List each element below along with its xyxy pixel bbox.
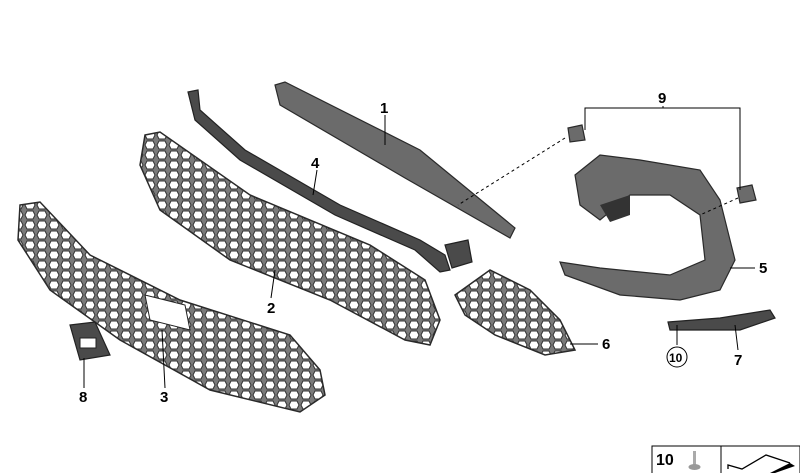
part-4-clip xyxy=(444,239,473,269)
part-2-grille xyxy=(139,131,441,346)
screw-icon xyxy=(688,451,701,470)
callout-10-circle xyxy=(666,346,688,368)
leader-3 xyxy=(161,329,166,389)
part-5-recess xyxy=(600,195,630,222)
callout-4: 4 xyxy=(311,155,320,172)
leader-4 xyxy=(312,169,318,196)
part-6-side-grille xyxy=(454,269,577,356)
callout-5: 5 xyxy=(759,260,767,277)
callout-6: 6 xyxy=(602,336,610,353)
part-3-center-opening xyxy=(144,294,191,331)
part-9-clip-right xyxy=(736,184,757,204)
callout-3: 3 xyxy=(160,389,168,406)
callout-2: 2 xyxy=(267,300,275,317)
legend-part-number: 10 xyxy=(656,452,674,469)
callout-9: 9 xyxy=(658,90,666,107)
part-5-u-trim xyxy=(559,154,736,301)
legend-box xyxy=(651,445,800,473)
part-7-strip xyxy=(667,309,776,331)
part-4-bracket xyxy=(187,89,451,273)
callout-7: 7 xyxy=(734,352,742,369)
part-1-trim-strip xyxy=(274,81,516,239)
mounting-symbol-icon xyxy=(727,454,795,473)
callout-10: 10 xyxy=(669,351,683,365)
callout-1: 1 xyxy=(380,100,388,117)
leader-7 xyxy=(734,324,739,351)
dashed-line-clip-right xyxy=(699,197,739,216)
leader-2 xyxy=(270,269,276,299)
callout-8: 8 xyxy=(79,389,87,406)
part-8-opening xyxy=(79,337,97,349)
part-9-clip-left xyxy=(567,124,586,143)
